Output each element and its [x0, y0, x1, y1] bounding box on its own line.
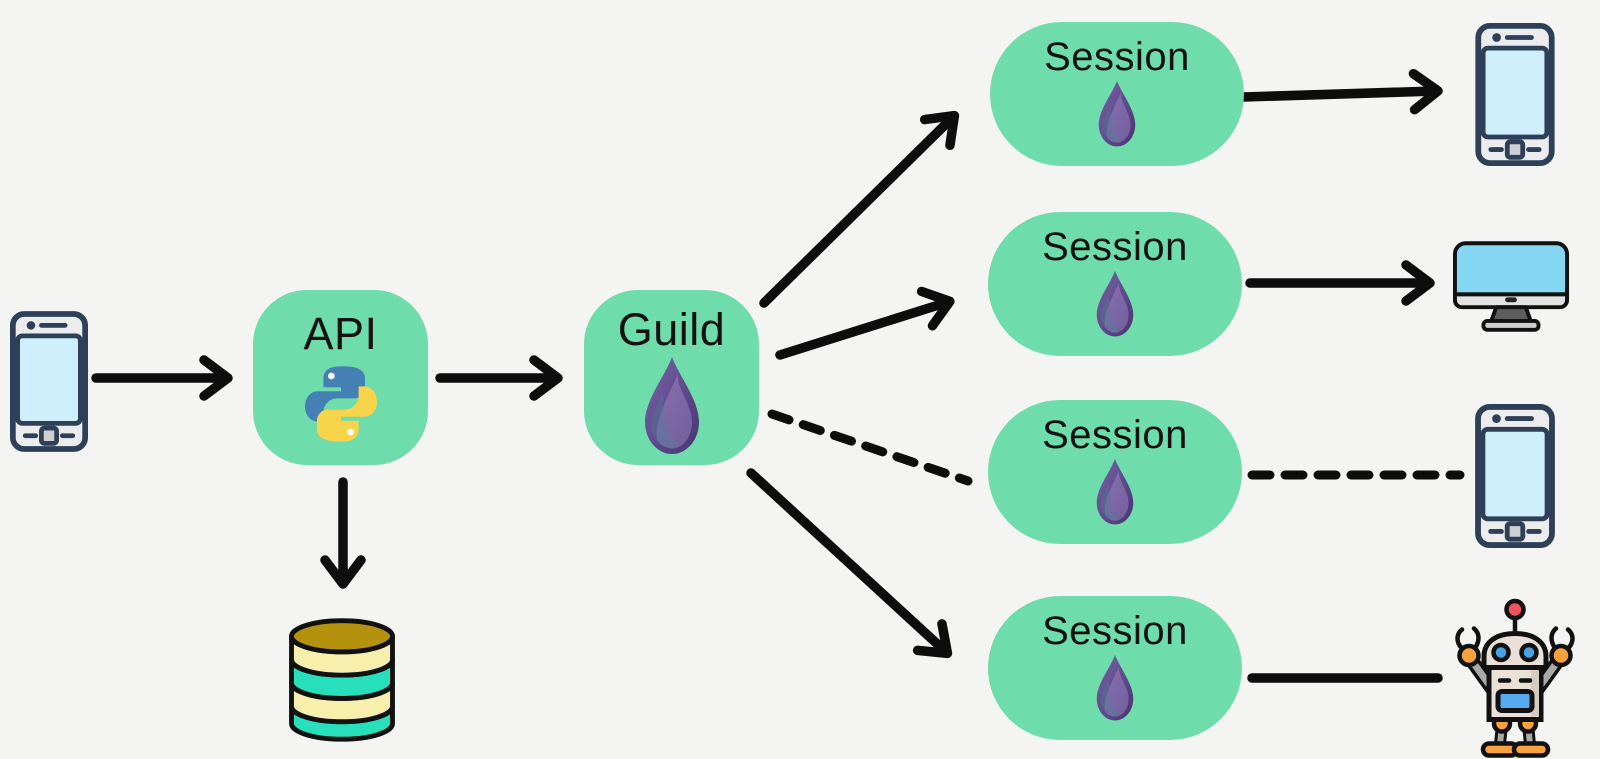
guild-label: Guild	[617, 304, 726, 355]
robot-icon	[1438, 596, 1592, 759]
node-database	[280, 612, 404, 746]
desktop-monitor-icon	[1452, 241, 1570, 332]
session-label: Session	[1042, 609, 1188, 653]
session-label: Session	[1044, 35, 1190, 79]
elixir-icon	[1098, 80, 1136, 147]
node-session-2: Session	[988, 212, 1242, 356]
node-guild: Guild	[584, 290, 759, 465]
device-robot	[1438, 596, 1592, 759]
device-smartphone-1	[1475, 23, 1555, 166]
node-session-4: Session	[988, 596, 1242, 740]
edge-session-1-to-smartphone-1	[1239, 68, 1443, 115]
session-label: Session	[1042, 413, 1188, 457]
device-smartphone-2	[1475, 404, 1555, 548]
elixir-icon	[1096, 270, 1134, 337]
smartphone-icon	[10, 308, 88, 455]
api-label: API	[303, 308, 378, 359]
edge-guild-to-session-4	[746, 468, 953, 659]
node-api: API	[253, 290, 428, 465]
edge-guild-to-session-1	[759, 110, 960, 308]
client-smartphone	[10, 308, 88, 455]
elixir-icon	[1096, 458, 1134, 525]
python-icon	[304, 366, 377, 442]
elixir-icon	[644, 357, 699, 454]
edge-guild-to-session-3-dashed	[767, 409, 973, 486]
session-label: Session	[1042, 225, 1188, 269]
edge-guild-to-session-2	[775, 286, 955, 360]
smartphone-icon	[1475, 404, 1555, 548]
node-session-3: Session	[988, 400, 1242, 544]
smartphone-icon	[1475, 23, 1555, 166]
device-desktop-monitor	[1452, 240, 1570, 335]
elixir-icon	[1096, 654, 1134, 721]
database-icon	[280, 612, 404, 746]
node-session-1: Session	[990, 22, 1244, 166]
